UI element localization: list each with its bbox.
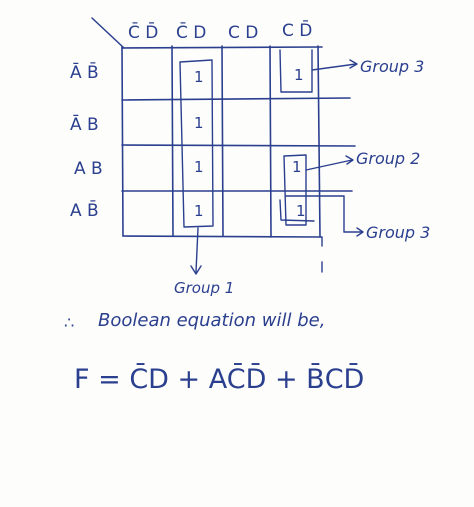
arrow-group2 — [305, 159, 353, 171]
label-group3-bottom: Group 3 — [366, 223, 430, 242]
grid-line-v4 — [317, 45, 321, 238]
label-group3-top: Group 3 — [360, 57, 424, 76]
arrow-head-group3-bottom — [356, 227, 364, 237]
cell-col0-row3: 1 — [194, 202, 204, 220]
group1-loop — [179, 59, 214, 228]
grid-line-v3 — [269, 45, 272, 238]
kmap-grid — [121, 45, 356, 238]
group3-bottom-loop — [285, 195, 345, 233]
grid-line-v0 — [121, 46, 124, 237]
grid-line-v2 — [221, 45, 224, 237]
cell-col0-row0: 1 — [194, 68, 204, 86]
row-header-1: Ā B — [70, 113, 99, 135]
cell-col0-row2: 1 — [194, 158, 204, 176]
label-group1: Group 1 — [174, 279, 234, 297]
corner-diagonal — [91, 17, 125, 49]
arrow-group3-top — [311, 63, 357, 71]
col-header-2: C D — [228, 23, 258, 43]
boolean-equation: F = C̄D + AC̄D̄ + B̄CD̄ — [74, 363, 364, 395]
grid-line-h1 — [121, 97, 351, 101]
arrow-group1 — [195, 227, 199, 273]
cell-col3-row2: 1 — [292, 158, 302, 176]
group2-loop — [283, 154, 307, 226]
therefore-symbol: ∴ — [64, 313, 74, 332]
cell-col3-row3: 1 — [296, 202, 306, 220]
col-header-3: C D̄ — [282, 19, 312, 41]
arrow-head-group2 — [345, 155, 354, 165]
label-group2: Group 2 — [356, 149, 420, 168]
grid-line-h4 — [122, 235, 323, 238]
cell-col0-row1: 1 — [194, 114, 204, 132]
grid-line-h0 — [121, 46, 323, 49]
row-header-0: Ā B̄ — [70, 61, 99, 83]
cell-col3-row0: 1 — [294, 66, 304, 84]
col-header-1: C̄ D — [176, 21, 206, 43]
arrow-head-group1 — [190, 265, 202, 275]
grid-line-h2 — [121, 144, 356, 147]
arrow-head-group3-top — [349, 59, 358, 69]
grid-line-v1 — [171, 45, 174, 237]
group3-top-loop — [279, 49, 313, 93]
row-header-3: A B̄ — [70, 199, 99, 221]
statement-text: Boolean equation will be, — [98, 310, 325, 331]
row-header-2: A B — [74, 159, 103, 179]
col-header-0: C̄ D̄ — [128, 21, 158, 43]
group3-bottom-loop-left — [279, 199, 315, 222]
